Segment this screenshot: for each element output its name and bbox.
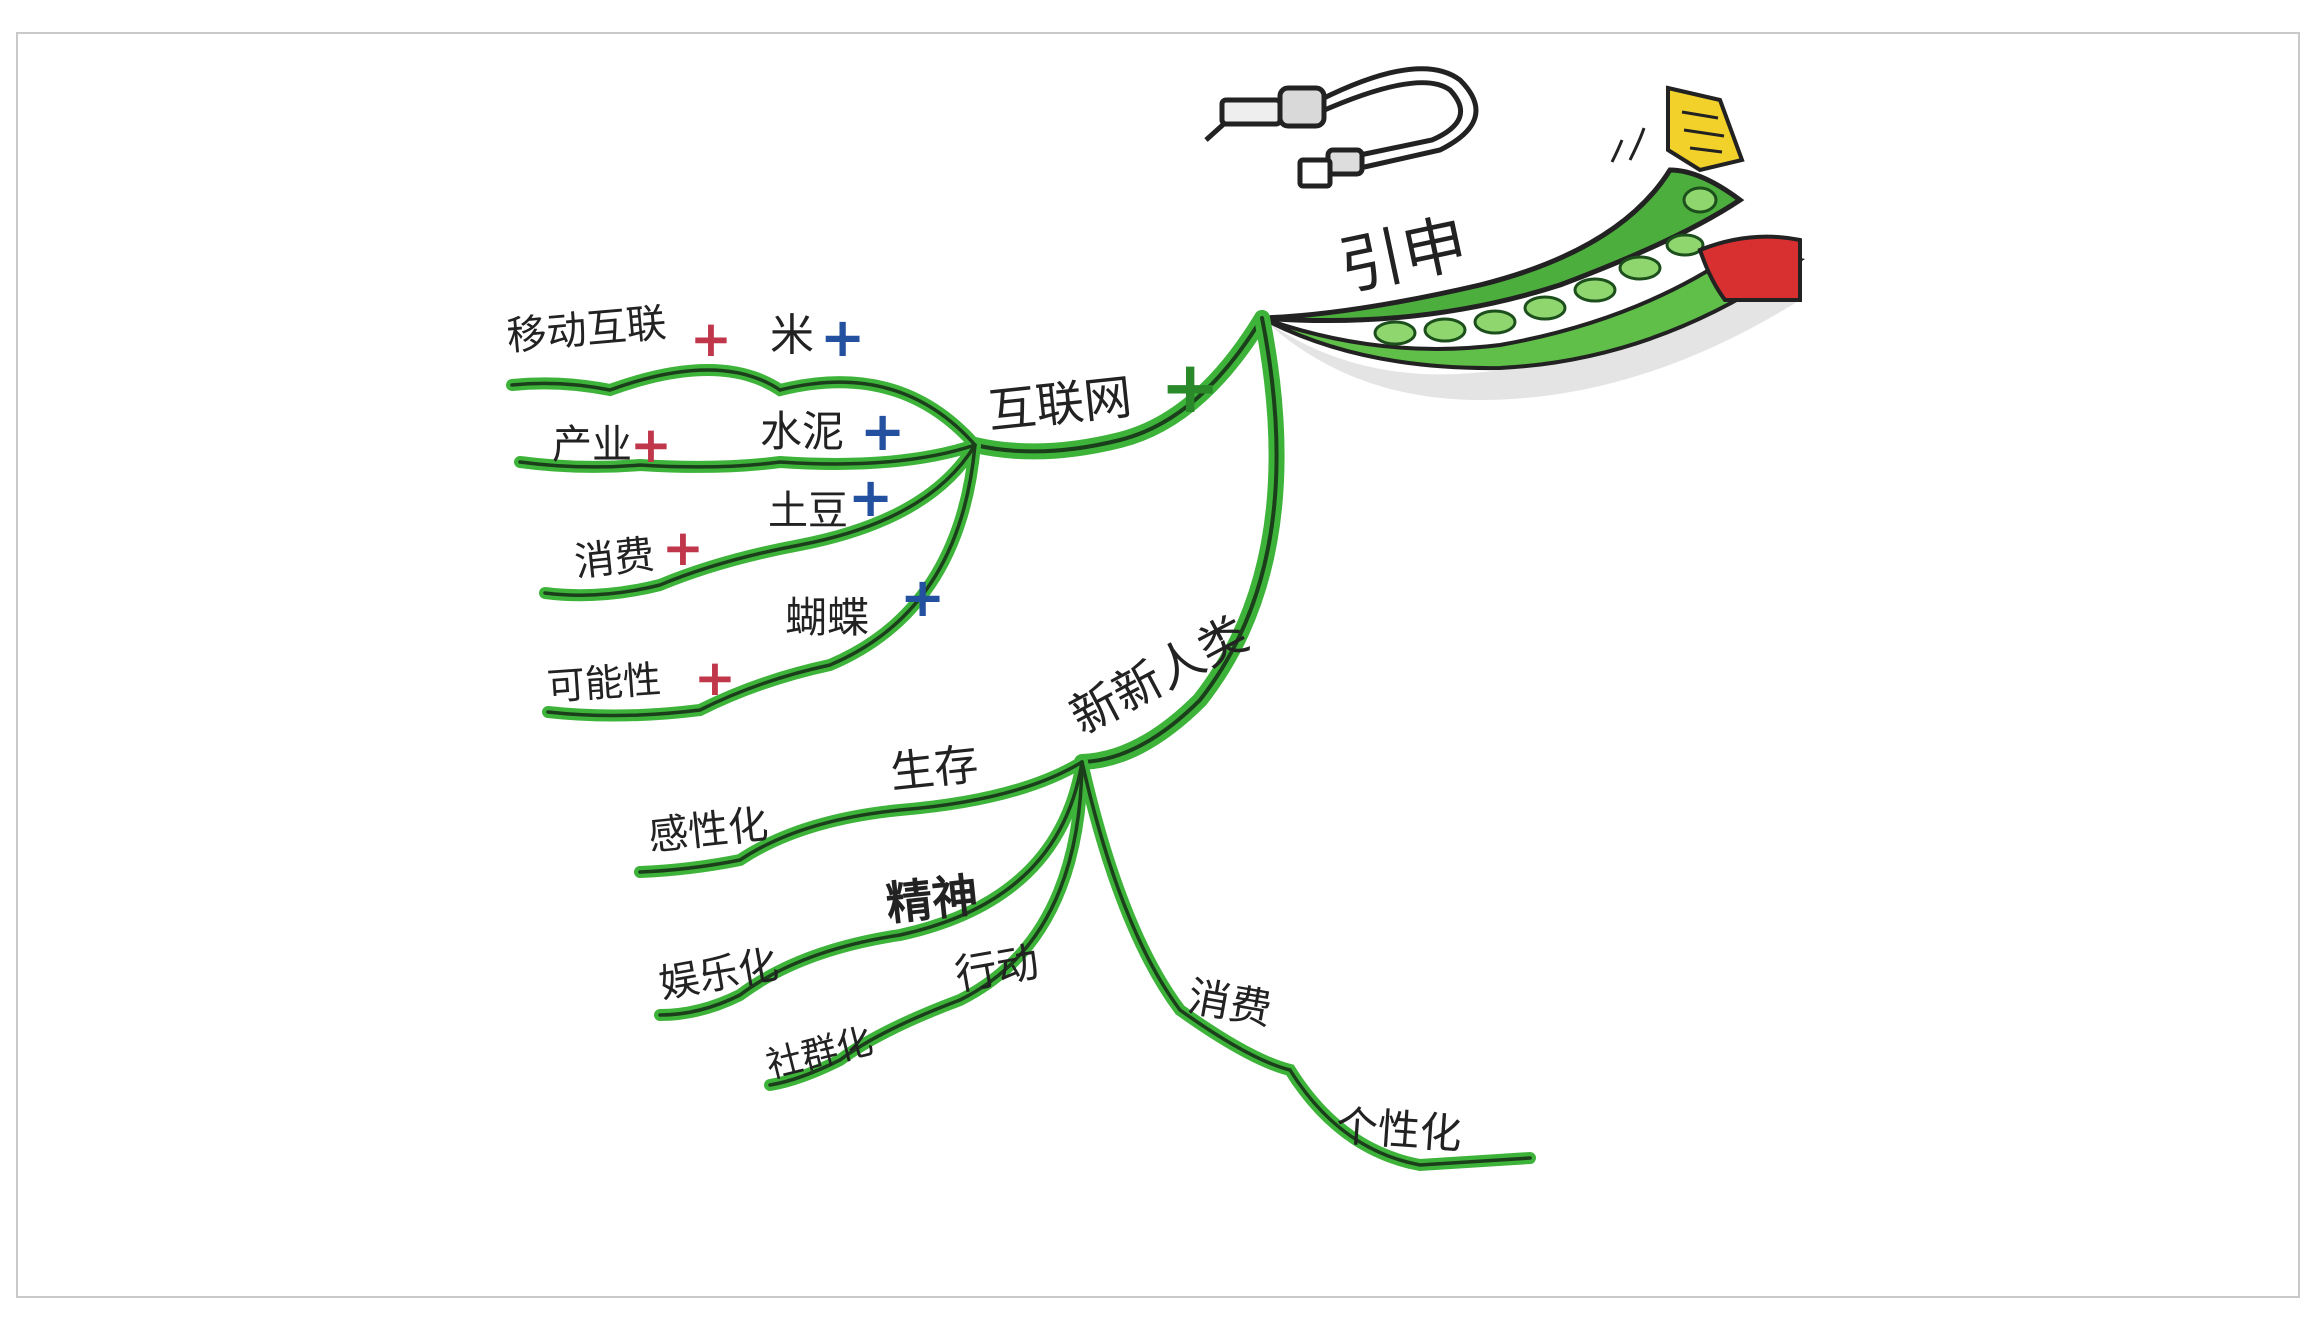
hat-shadow <box>1262 260 1800 400</box>
item-cement-label: 水泥 <box>760 407 844 456</box>
item-spirit-label: 精神 <box>884 868 981 931</box>
item-butterfly-plus: + <box>900 566 945 629</box>
item-butterfly-label: 蝴蝶 <box>785 593 869 642</box>
item-action-label: 行动 <box>951 937 1042 1000</box>
branch-internet-label: 互联网 <box>985 369 1134 440</box>
item-rice-plus: + <box>820 306 865 369</box>
item-consumption-label: 消费 <box>572 532 656 586</box>
usb-cable-icon <box>1204 66 1479 189</box>
branch-lines <box>967 310 1285 770</box>
item-cement-plus: + <box>860 400 905 463</box>
canvas-frame <box>16 32 2300 1298</box>
item-mobile-internet-plus: + <box>690 310 732 368</box>
item-possibility-plus: + <box>694 649 736 707</box>
new-people-sub-branches <box>634 756 1536 1172</box>
branch-internet-plus: + <box>1160 345 1220 429</box>
item-potato-label: 土豆 <box>768 488 848 534</box>
item-survival-label: 生存 <box>888 739 981 799</box>
item-entertainment-label: 娱乐化 <box>656 942 782 1008</box>
hat-red-band <box>1697 234 1802 303</box>
item-consumption-plus: + <box>662 519 704 577</box>
hat-cone <box>1261 167 1745 324</box>
item-industry-plus: + <box>630 416 672 474</box>
hat-leaf-pattern <box>1373 186 1718 346</box>
item-individuality-label: 个性化 <box>1334 1101 1463 1159</box>
item-possibility-label: 可能性 <box>546 657 663 709</box>
sticky-note-icon <box>1610 85 1745 173</box>
item-industry-label: 产业 <box>552 422 632 468</box>
internet-sub-branches <box>506 364 981 722</box>
item-community-label: 社群化 <box>762 1021 877 1087</box>
item-potato-plus: + <box>848 466 893 529</box>
item-rice-label: 米 <box>770 310 814 361</box>
item-mobile-internet-label: 移动互联 <box>505 300 668 360</box>
central-topic-shape <box>1261 167 1806 400</box>
